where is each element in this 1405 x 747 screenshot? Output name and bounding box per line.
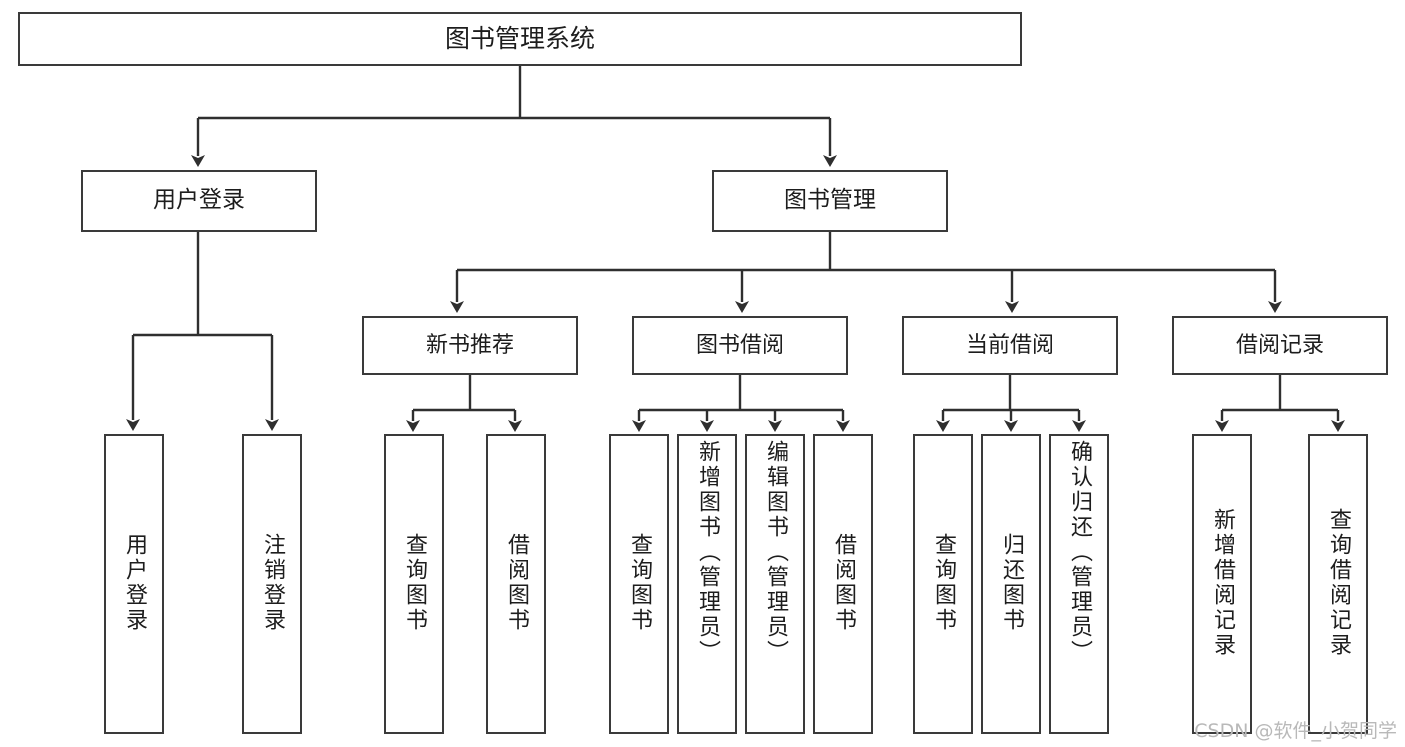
- leaf-query-book-current[interactable]: 查询图书: [913, 434, 973, 734]
- node-label: 编辑图书（管理员）: [763, 440, 788, 665]
- node-label: 确认归还（管理员）: [1067, 440, 1092, 665]
- leaf-query-book-borrow[interactable]: 查询图书: [609, 434, 669, 734]
- leaf-return-book[interactable]: 归还图书: [981, 434, 1041, 734]
- leaf-user-login[interactable]: 用户登录: [104, 434, 164, 734]
- leaf-logout[interactable]: 注销登录: [242, 434, 302, 734]
- leaf-borrow-book-recommend[interactable]: 借阅图书: [486, 434, 546, 734]
- node-label: 用户登录: [153, 187, 245, 214]
- leaf-edit-book[interactable]: 编辑图书（管理员）: [745, 434, 805, 734]
- leaf-add-borrow-record[interactable]: 新增借阅记录: [1192, 434, 1252, 734]
- node-book-management[interactable]: 图书管理: [712, 170, 948, 232]
- node-label: 当前借阅: [965, 332, 1054, 358]
- node-label: 图书借阅: [695, 332, 784, 358]
- node-label: 归还图书: [999, 533, 1024, 633]
- leaf-add-book[interactable]: 新增图书（管理员）: [677, 434, 737, 734]
- leaf-borrow-book[interactable]: 借阅图书: [813, 434, 873, 734]
- node-label: 查询图书: [627, 533, 652, 633]
- node-label: 用户登录: [122, 533, 147, 633]
- node-label: 新增借阅记录: [1210, 508, 1235, 658]
- node-label: 查询借阅记录: [1326, 508, 1351, 658]
- leaf-query-borrow-record[interactable]: 查询借阅记录: [1308, 434, 1368, 734]
- node-book-borrow[interactable]: 图书借阅: [632, 316, 848, 375]
- leaf-query-book-recommend[interactable]: 查询图书: [384, 434, 444, 734]
- node-label: 查询图书: [402, 533, 427, 633]
- node-label: 注销登录: [260, 533, 285, 633]
- node-label: 新增图书（管理员）: [695, 440, 720, 665]
- node-current-borrow[interactable]: 当前借阅: [902, 316, 1118, 375]
- node-root[interactable]: 图书管理系统: [18, 12, 1022, 66]
- node-label: 借阅记录: [1235, 332, 1324, 358]
- node-borrow-record[interactable]: 借阅记录: [1172, 316, 1388, 375]
- node-label: 图书管理系统: [444, 24, 595, 54]
- node-label: 新书推荐: [425, 332, 514, 358]
- leaf-confirm-return[interactable]: 确认归还（管理员）: [1049, 434, 1109, 734]
- node-label: 借阅图书: [504, 533, 529, 633]
- node-label: 借阅图书: [831, 533, 856, 633]
- node-label: 查询图书: [931, 533, 956, 633]
- node-label: 图书管理: [784, 187, 876, 214]
- node-user-login[interactable]: 用户登录: [81, 170, 317, 232]
- node-new-book-recommend[interactable]: 新书推荐: [362, 316, 578, 375]
